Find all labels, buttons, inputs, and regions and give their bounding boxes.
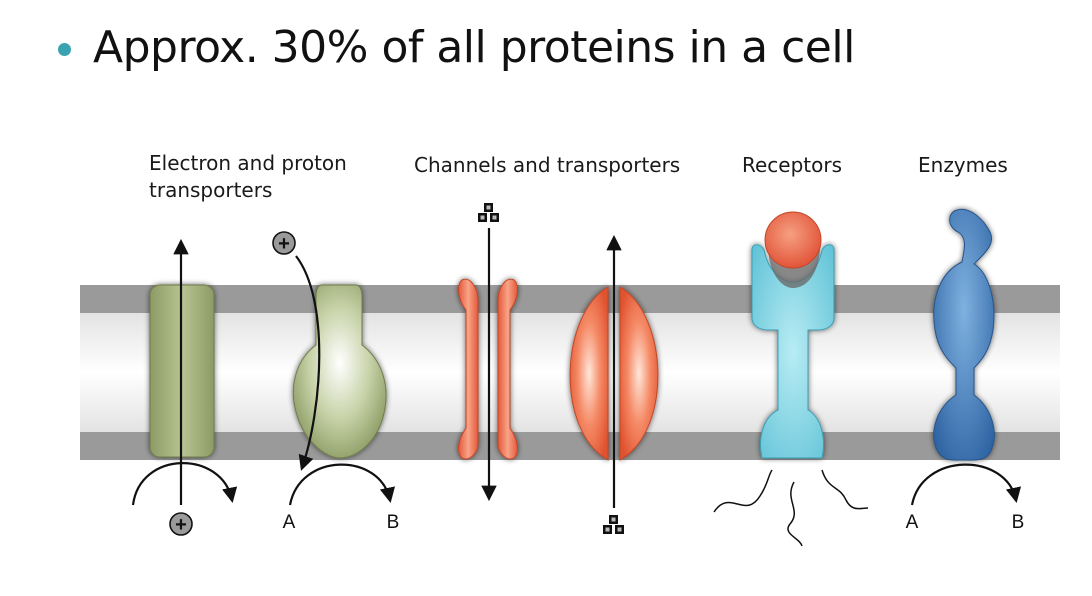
signal-squiggle <box>787 481 803 547</box>
ion-symbol-bottom: + <box>175 514 187 536</box>
label-receptors: Receptors <box>742 153 843 177</box>
label-electron-proton-transporters: Electron and proton transporters <box>149 150 347 204</box>
reaction-label-a: A <box>283 512 296 533</box>
label-electron-proton-line2: transporters <box>149 178 273 202</box>
ligand-icon <box>764 211 822 269</box>
signal-squiggle <box>713 469 773 513</box>
title-text: Approx. 30% of all proteins in a cell <box>93 22 855 73</box>
reaction-arrow <box>288 463 396 506</box>
membrane-outer-band <box>80 285 1060 313</box>
ion-symbol-top: + <box>278 233 290 255</box>
green-bar-transporter: + <box>131 238 238 536</box>
proton-ion-icon: + <box>169 512 193 536</box>
label-electron-proton-line1: Electron and proton <box>149 151 347 175</box>
reaction-label-b: B <box>387 512 400 533</box>
signal-squiggle <box>821 469 869 510</box>
solute-molecule-icon <box>478 203 499 222</box>
enzyme-protein: A B <box>906 208 1025 533</box>
curved-arrow <box>131 462 238 506</box>
receptor-protein <box>713 211 869 547</box>
bullet-dot-icon <box>58 43 71 56</box>
reaction-label-a: A <box>906 512 919 533</box>
label-enzymes: Enzymes <box>918 153 1008 177</box>
proton-ion-icon: + <box>272 231 296 255</box>
ion-channel <box>458 203 518 502</box>
slide-title: Approx. 30% of all proteins in a cell <box>58 22 855 73</box>
proton-path-arrow <box>295 255 321 471</box>
reaction-arrow <box>910 463 1022 506</box>
solute-molecule-icon <box>603 515 624 534</box>
reaction-label-b: B <box>1012 512 1025 533</box>
membrane-inner-band <box>80 432 1060 460</box>
label-channels-transporters: Channels and transporters <box>414 153 681 177</box>
green-flask-transporter: + A B <box>272 231 400 533</box>
carrier-transporter <box>569 234 659 534</box>
